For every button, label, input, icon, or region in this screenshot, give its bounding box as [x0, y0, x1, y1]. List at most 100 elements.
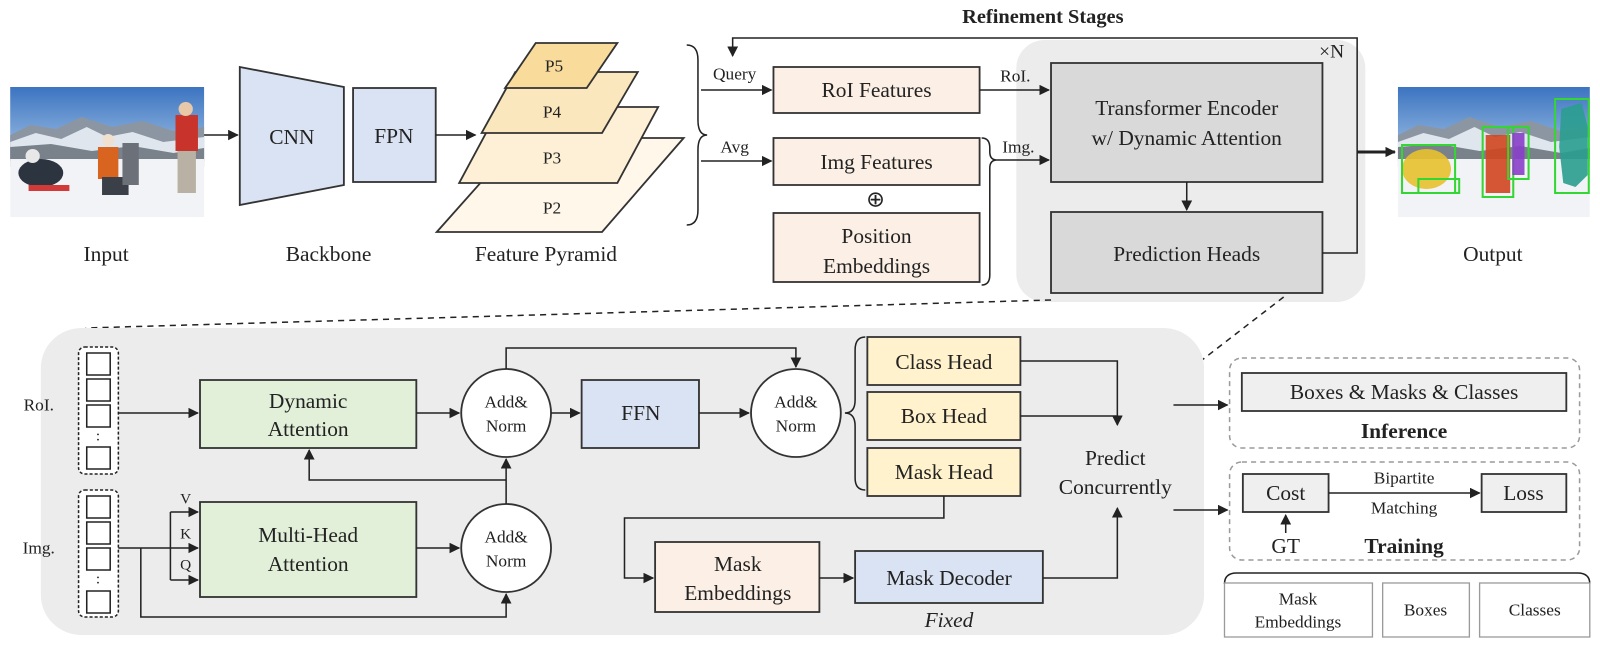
- training-region: [1228, 461, 1581, 561]
- output-mask-teal: [1559, 103, 1588, 187]
- add-symbol: ⊕: [866, 187, 885, 212]
- input-skier-red: [175, 115, 198, 151]
- key-label: K: [180, 526, 191, 543]
- transformer-encoder-box: [1050, 62, 1324, 183]
- pyramid-p4-label: P4: [543, 103, 562, 122]
- class-head-to-predict-arrow: [1020, 360, 1123, 427]
- img-token: [85, 590, 111, 614]
- backbone-label: Backbone: [286, 242, 372, 266]
- fixed-label: Fixed: [924, 608, 974, 632]
- transformer-encoder-label-line2: w/ Dynamic Attention: [1092, 126, 1283, 150]
- add-norm-node-1: [460, 368, 552, 458]
- gt-classes-label: Classes: [1509, 601, 1561, 620]
- roi-token: [85, 446, 111, 470]
- gt-mask-embeddings-label-line1: Mask: [1279, 590, 1318, 609]
- multi-head-attention-box: [199, 501, 418, 598]
- roi-input-label: RoI.: [24, 396, 54, 415]
- repeat-n-label: ×N: [1319, 42, 1344, 63]
- input-skier-sitting-helmet: [25, 149, 40, 163]
- add-norm-node-3: [750, 368, 842, 458]
- class-head-label: Class Head: [895, 350, 992, 374]
- multi-head-attention-label-line2: Attention: [268, 552, 349, 576]
- mask-decoder-box: [854, 550, 1044, 604]
- mask-embeddings-label-line1: Mask: [714, 552, 762, 576]
- box-head-box: [866, 391, 1022, 441]
- avg-arrow-label: Avg: [720, 138, 749, 157]
- refinement-stages-title: Refinement Stages: [962, 6, 1124, 28]
- cnn-block: [238, 65, 345, 207]
- add-norm-node-2: [460, 503, 552, 593]
- pyramid-brace: [686, 44, 708, 226]
- class-head-box: [866, 336, 1022, 386]
- fpn-label: FPN: [374, 124, 413, 148]
- gt-mask-embeddings-label-line2: Embeddings: [1255, 613, 1342, 632]
- dynamic-attention-box: [199, 379, 418, 449]
- cost-label: Cost: [1266, 481, 1305, 505]
- fpn-block: [352, 87, 437, 183]
- cnn-label: CNN: [269, 125, 314, 149]
- input-sled: [28, 185, 70, 191]
- roi-features-label: RoI Features: [822, 78, 932, 102]
- addnorm1-skip-connection: [505, 347, 802, 369]
- refinement-feedback-loop: [727, 37, 1358, 254]
- prediction-heads-box: [1050, 211, 1324, 294]
- multi-head-attention-label-line1: Multi-Head: [258, 523, 358, 547]
- input-skier-orange-head: [102, 134, 115, 146]
- output-mask-yellow: [1402, 149, 1452, 189]
- dynamic-attention-label-line2: Attention: [268, 417, 349, 441]
- input-skier-sitting: [18, 159, 64, 187]
- query-arrow-label: Query: [713, 65, 757, 84]
- gt-boxes-box: [1381, 582, 1471, 638]
- loss-label: Loss: [1503, 481, 1543, 505]
- roi-arrow-label: RoI.: [1000, 67, 1030, 86]
- roi-features-box: [772, 66, 981, 114]
- img-token: [85, 495, 111, 519]
- img-features-box: [772, 137, 981, 186]
- output-mask-purple: [1512, 133, 1525, 175]
- img-token-ellipsis: :: [96, 571, 100, 588]
- inference-region: [1228, 357, 1581, 449]
- bipartite-label: Bipartite: [1374, 469, 1435, 488]
- gt-label: GT: [1271, 534, 1300, 558]
- position-embeddings-label-line1: Position: [841, 224, 912, 248]
- pyramid-level-p5: [503, 42, 620, 89]
- feature-pyramid-label: Feature Pyramid: [475, 242, 618, 266]
- decoder-to-predict-arrow: [1042, 506, 1123, 579]
- add-norm-1-label-line2: Norm: [486, 417, 527, 436]
- mask-embeddings-label-line2: Embeddings: [684, 581, 791, 605]
- pyramid-p2-label: P2: [543, 199, 561, 218]
- position-embeddings-box: [772, 212, 981, 283]
- img-features-label: Img Features: [820, 150, 932, 174]
- img-token: [85, 521, 111, 545]
- img-token: [85, 547, 111, 571]
- inference-output-label: Boxes & Masks & Classes: [1290, 380, 1518, 404]
- gt-boxes-label: Boxes: [1404, 601, 1448, 620]
- roi-token: [85, 404, 111, 428]
- ffn-label: FFN: [621, 401, 660, 425]
- prediction-heads-label: Prediction Heads: [1113, 242, 1260, 266]
- ffn-box: [580, 379, 700, 449]
- add-norm-2-label-line2: Norm: [486, 552, 527, 571]
- output-box-purple: [1507, 126, 1530, 180]
- gt-classes-box: [1478, 582, 1591, 638]
- input-label: Input: [84, 242, 129, 266]
- predict-concurrently-line2: Concurrently: [1059, 475, 1172, 499]
- inference-label: Inference: [1361, 419, 1447, 443]
- output-label: Output: [1463, 242, 1523, 266]
- mask-decoder-label: Mask Decoder: [886, 566, 1011, 590]
- roi-token: [85, 352, 111, 376]
- zoom-line-right: [1201, 296, 1285, 361]
- predict-concurrently-line1: Predict: [1085, 446, 1146, 470]
- output-box-small: [1417, 178, 1461, 194]
- value-label: V: [180, 491, 191, 508]
- box-head-label: Box Head: [901, 404, 988, 428]
- heads-brace: [844, 336, 866, 491]
- img-residual-line: [140, 548, 512, 618]
- roi-token-ellipsis: :: [96, 428, 100, 445]
- pyramid-p3-label: P3: [543, 149, 561, 168]
- position-embeddings-label-line2: Embeddings: [823, 254, 930, 278]
- mask-head-label: Mask Head: [895, 460, 994, 484]
- img-features-brace: [981, 137, 997, 286]
- mask-embeddings-box: [654, 541, 821, 613]
